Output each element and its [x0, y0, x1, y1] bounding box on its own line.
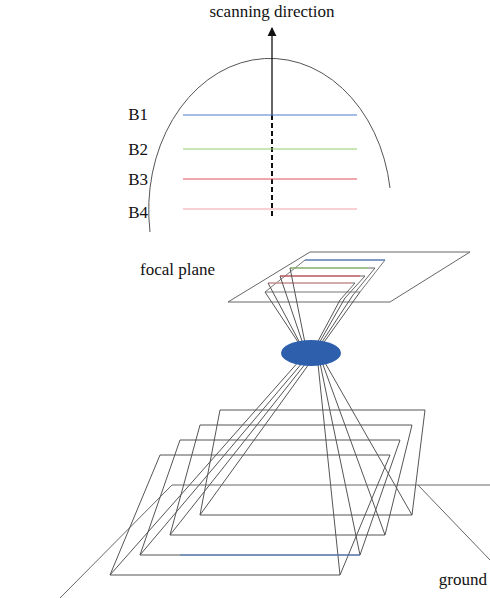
- plane-label: ground: [439, 571, 487, 590]
- band-label: B1: [128, 106, 148, 125]
- scan-dashed-line: [271, 115, 273, 218]
- band-label: B3: [128, 171, 148, 190]
- band-label: B2: [128, 141, 148, 160]
- scan-arrow: [271, 28, 272, 115]
- axis-label: scanning direction: [209, 3, 334, 22]
- band-line: [183, 179, 357, 180]
- plane-label: focal plane: [140, 261, 215, 280]
- band-line: [183, 149, 357, 150]
- band-line: [183, 209, 357, 210]
- band-label: B4: [128, 204, 148, 223]
- band-line: [183, 115, 357, 116]
- focal-band: [265, 260, 385, 292]
- focal-plane: [228, 252, 470, 302]
- lens: [281, 340, 341, 366]
- scan-arc: [149, 58, 390, 232]
